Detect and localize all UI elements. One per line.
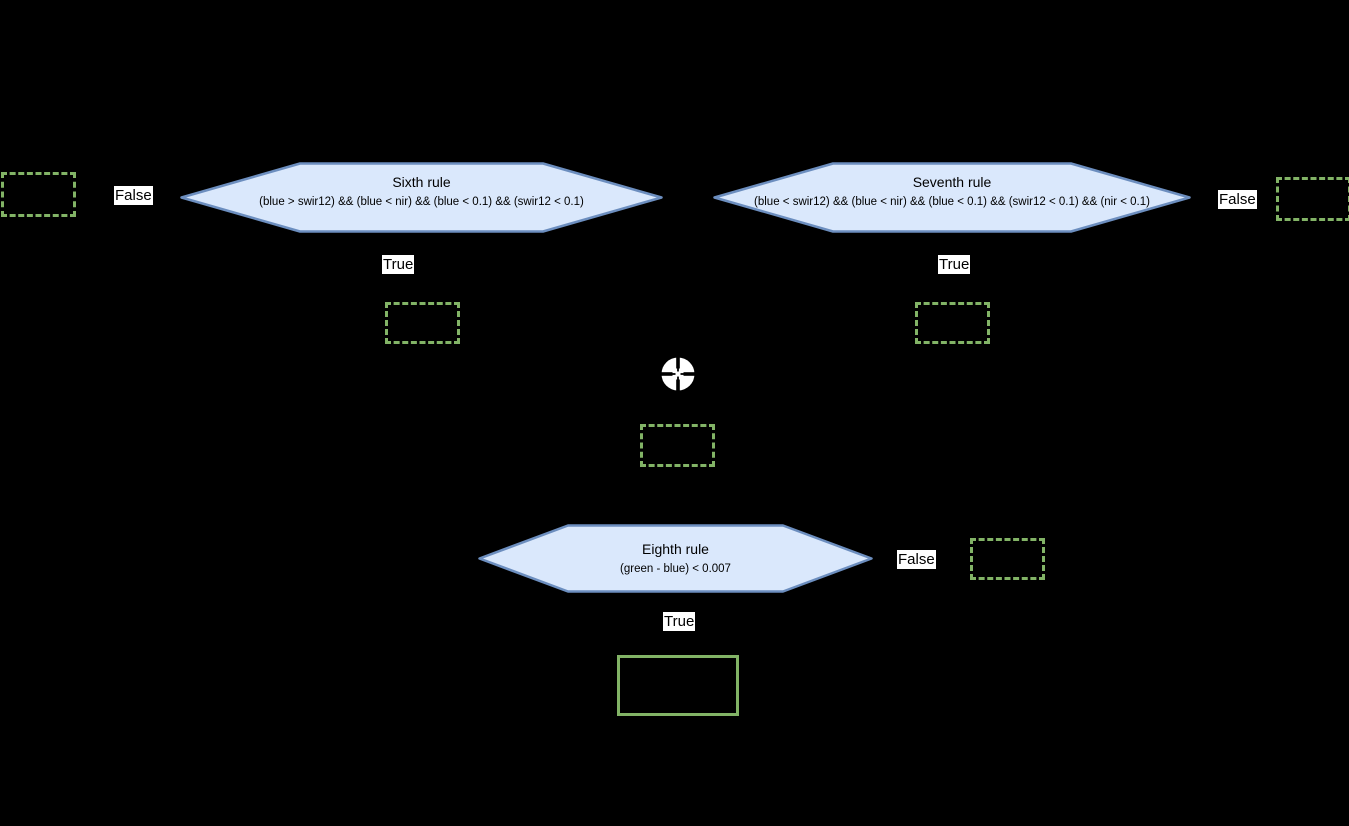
hexagon-shape: [713, 162, 1191, 233]
placeholder-box-seventh-true: [915, 302, 990, 344]
decision-title: Sixth rule: [392, 174, 451, 190]
decision-title: Eighth rule: [642, 541, 709, 557]
edge-label-eighth-true: True: [663, 612, 696, 631]
edge-label-sixth-false: False: [114, 186, 153, 205]
placeholder-box-eighth-false: [970, 538, 1045, 580]
decision-node-seventh-rule: Seventh rule (blue < swir12) && (blue < …: [713, 162, 1191, 233]
edge-label-seventh-false: False: [1218, 190, 1257, 209]
decision-condition: (blue < swir12) && (blue < nir) && (blue…: [754, 196, 1150, 208]
placeholder-box-sixth-false: [1, 172, 76, 217]
edge-label-sixth-true: True: [382, 255, 415, 274]
crosshair-icon: [658, 354, 698, 394]
hexagon-shape: [180, 162, 663, 233]
edge-label-eighth-false: False: [897, 550, 936, 569]
placeholder-box-seventh-false: [1276, 177, 1349, 221]
result-box-eighth-true: [617, 655, 739, 716]
placeholder-box-sixth-true: [385, 302, 460, 344]
decision-condition: (green - blue) < 0.007: [620, 563, 731, 575]
decision-condition: (blue > swir12) && (blue < nir) && (blue…: [259, 196, 584, 208]
placeholder-box-center: [640, 424, 715, 467]
hexagon-shape: [478, 524, 873, 593]
decision-node-eighth-rule: Eighth rule (green - blue) < 0.007: [478, 524, 873, 593]
edge-label-seventh-true: True: [938, 255, 971, 274]
decision-node-sixth-rule: Sixth rule (blue > swir12) && (blue < ni…: [180, 162, 663, 233]
decision-title: Seventh rule: [912, 174, 992, 190]
